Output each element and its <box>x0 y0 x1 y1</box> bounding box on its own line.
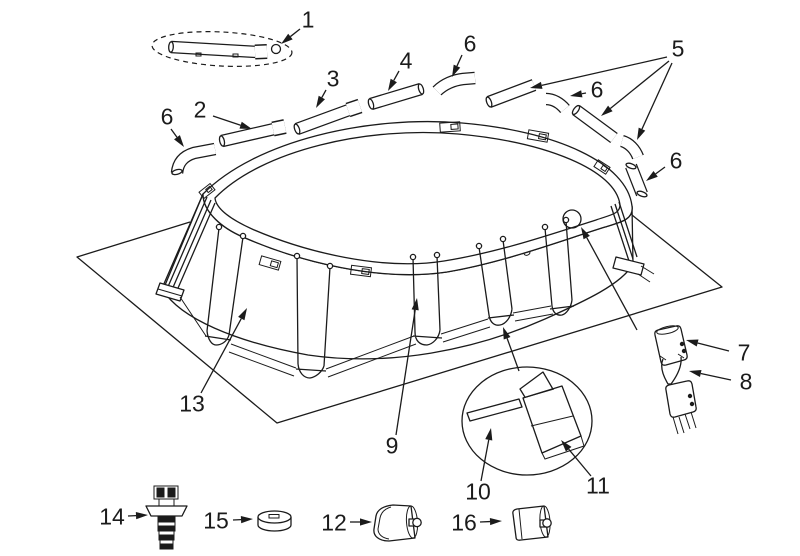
pin-hole-icon <box>270 43 282 55</box>
part-12-leg-cap <box>373 504 422 542</box>
part-label-16: 16 <box>451 509 477 536</box>
rail-clips <box>198 121 611 278</box>
part-10-strap <box>466 398 523 422</box>
rail-joint-circle <box>562 209 582 229</box>
frame-legs <box>179 216 575 379</box>
part-label-1: 1 <box>301 6 315 33</box>
part-label-9: 9 <box>385 432 399 459</box>
part-label-7: 7 <box>737 339 751 366</box>
top-rail-tubes <box>170 71 648 198</box>
part-label-11: 11 <box>586 472 610 499</box>
part-label-4: 4 <box>399 47 413 74</box>
part-15-washer <box>257 510 292 532</box>
part-label-6: 6 <box>590 76 604 103</box>
left-end-brace <box>155 193 216 302</box>
part-label-15: 15 <box>203 507 229 534</box>
ground-cloth <box>76 214 723 424</box>
part-label-6: 6 <box>160 103 174 130</box>
strap-detail-magnifier <box>461 366 593 476</box>
part-16-sleeve <box>512 505 552 541</box>
part-label-6: 6 <box>463 30 477 57</box>
part-7-8-sleeve-and-pin <box>654 325 697 435</box>
part-label-5: 5 <box>671 35 685 62</box>
top-rail-ring <box>202 120 633 276</box>
part-11-pocket <box>519 371 585 460</box>
part-label-3: 3 <box>326 65 340 92</box>
part-label-12: 12 <box>321 509 347 536</box>
right-end-brace <box>610 201 655 283</box>
part-label-2: 2 <box>193 96 207 123</box>
part-1-rail-pin-detail <box>151 31 293 67</box>
part-label-13: 13 <box>179 390 205 417</box>
part-14-drain-valve <box>145 485 188 550</box>
part-label-14: 14 <box>99 503 125 530</box>
part-label-10: 10 <box>465 478 491 505</box>
callout-arrows <box>127 28 732 526</box>
part-label-6: 6 <box>669 147 683 174</box>
part-label-8: 8 <box>739 368 753 395</box>
